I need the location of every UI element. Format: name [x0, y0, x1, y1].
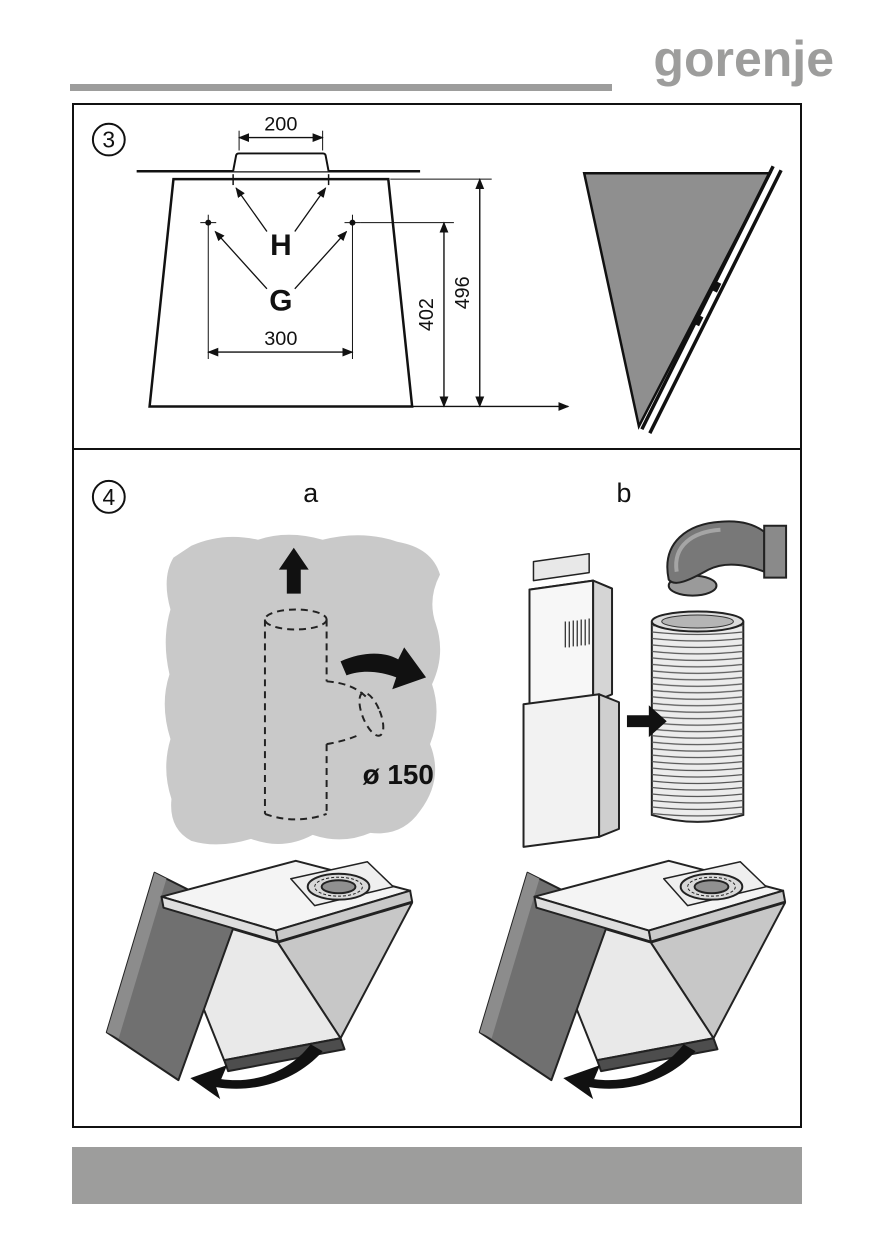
svg-text:402: 402: [416, 298, 438, 331]
mount-dot-left: [200, 214, 217, 231]
figure3-number: 3: [102, 127, 115, 153]
glass-panel-line: [648, 169, 783, 434]
duct-outlet: [232, 152, 330, 172]
side-view-body: [582, 171, 773, 430]
variant-b-label: b: [617, 478, 632, 508]
figure4-panel: 4 a b ø 150: [72, 448, 802, 1128]
variant-a-label: a: [303, 478, 318, 508]
figure4-number: 4: [102, 484, 115, 510]
diameter-label: ø 150: [363, 759, 434, 790]
hinge-mark: [693, 314, 704, 327]
dashed-duct: [263, 608, 385, 821]
side-view: [582, 165, 783, 434]
hinge-mark: [711, 281, 722, 293]
brand-rule: [70, 84, 612, 91]
dim-496: 496: [390, 178, 570, 411]
label-G-group: G: [214, 230, 348, 318]
glass-panel-line: [640, 165, 775, 430]
curved-arrow-icon: [340, 647, 427, 690]
label-H: H: [270, 229, 292, 262]
figure3-number-badge: 3: [91, 122, 126, 157]
chimney: [522, 552, 620, 848]
figure3-drawing: 3 200 H: [91, 114, 783, 434]
wall-patch: [164, 534, 441, 845]
figure4-number-badge: 4: [91, 479, 126, 514]
svg-text:496: 496: [452, 276, 474, 309]
brand-logo: gorenje: [653, 31, 834, 87]
label-H-group: H: [235, 187, 327, 262]
figure4-drawing: 4 a b ø 150: [91, 478, 788, 1101]
svg-text:300: 300: [264, 328, 297, 350]
up-arrow-icon: [278, 547, 309, 594]
flex-hose: [650, 610, 745, 823]
hood-a: [105, 859, 414, 1101]
label-G: G: [269, 285, 292, 318]
mount-dot-right: [344, 214, 361, 231]
dim-402: 402: [360, 221, 454, 408]
dim-200: 200: [237, 114, 324, 151]
footer-bar: [72, 1147, 802, 1204]
right-arrow-icon: [626, 705, 667, 738]
figure3-panel: 3 200 H: [72, 103, 802, 450]
svg-text:200: 200: [264, 114, 297, 136]
vent-grille: [564, 618, 590, 648]
front-view: [136, 152, 421, 408]
dim-300: 300: [207, 230, 354, 360]
duct-adapter: [666, 520, 788, 597]
hood-b: [478, 859, 787, 1101]
